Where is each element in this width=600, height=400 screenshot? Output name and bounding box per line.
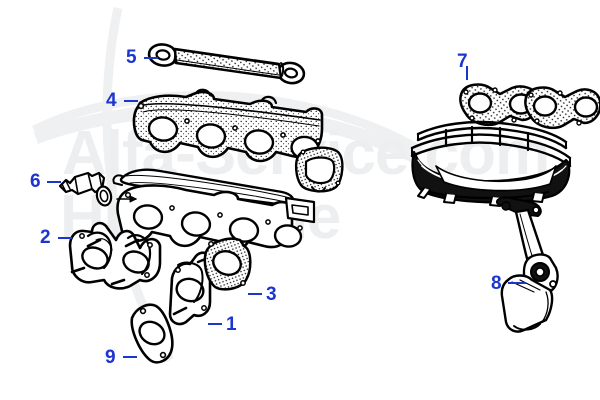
intake-manifold-gasket-drawing — [132, 88, 324, 163]
assembly-arrow-icon — [116, 195, 137, 203]
callout-number-6[interactable]: 6 — [30, 171, 41, 192]
callout-number-3[interactable]: 3 — [266, 284, 277, 305]
twin-runner-manifold-drawing — [68, 221, 162, 290]
callout-number-2[interactable]: 2 — [40, 227, 51, 248]
callout-leader-2 — [58, 237, 72, 239]
small-port-gasket-drawing — [294, 146, 344, 193]
exhaust-gasket-right-drawing — [524, 86, 600, 129]
callout-number-8[interactable]: 8 — [491, 273, 502, 294]
sealing-ring-drawing — [95, 185, 113, 207]
throttle-body-gasket-drawing — [203, 237, 252, 291]
callout-leader-1 — [208, 323, 222, 325]
callout-leader-6 — [47, 181, 61, 183]
exhaust-gasket-left-drawing — [459, 83, 540, 126]
support-rod-strut-drawing — [147, 43, 306, 85]
exhaust-manifold-heat-shield-drawing — [410, 120, 572, 207]
callout-leader-3 — [248, 293, 262, 295]
callout-leader-8 — [508, 282, 526, 284]
callout-leader-4 — [124, 100, 138, 102]
oval-flange-gasket-drawing — [130, 303, 174, 364]
callout-number-9[interactable]: 9 — [105, 347, 116, 368]
callout-leader-5 — [144, 57, 158, 59]
temperature-sensor-drawing — [58, 171, 106, 196]
flange-spacer-drawing — [168, 251, 212, 326]
callout-leader-9 — [123, 356, 137, 358]
intake-manifold-runner-drawing — [112, 168, 316, 252]
support-bracket-drawing — [500, 253, 559, 333]
callout-number-5[interactable]: 5 — [126, 47, 137, 68]
callout-number-7[interactable]: 7 — [457, 51, 468, 72]
callout-number-4[interactable]: 4 — [106, 90, 117, 111]
callout-leader-7 — [466, 66, 468, 80]
callout-number-1[interactable]: 1 — [226, 314, 237, 335]
